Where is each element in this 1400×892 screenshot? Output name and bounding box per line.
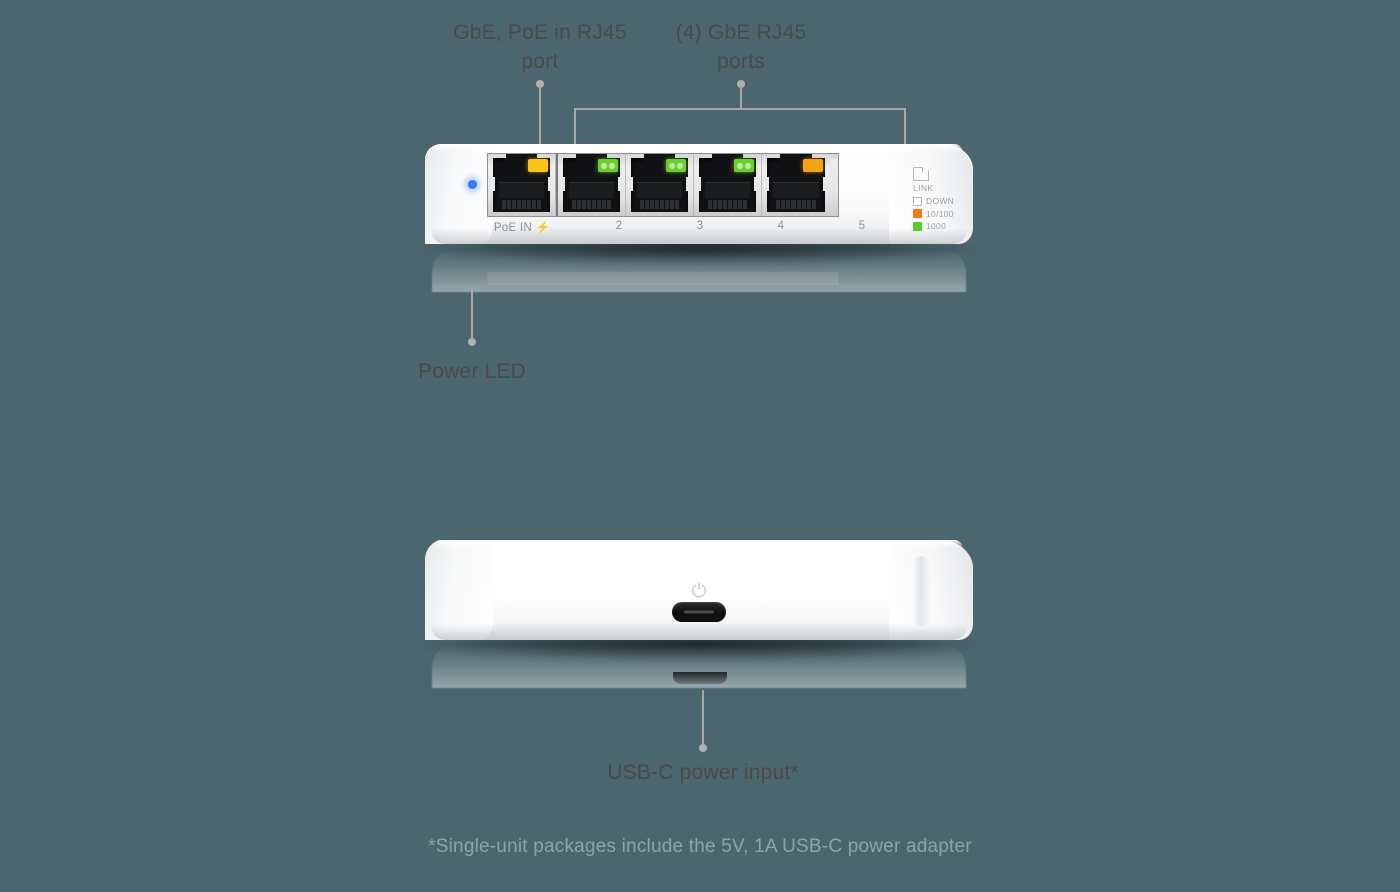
port-caption-3: 3 — [696, 220, 704, 232]
leader-dot-usbc — [699, 744, 707, 752]
jack-clip-right — [618, 176, 624, 191]
switch-top-highlight — [435, 540, 963, 549]
switch-top-highlight — [435, 144, 963, 153]
port-caption-2: 2 — [615, 220, 623, 232]
jack-clip-right — [823, 176, 829, 191]
jack-clip-right — [548, 176, 554, 191]
port-caption-4: 4 — [777, 220, 785, 232]
callout-gbe-ports: (4) GbE RJ45 ports — [675, 21, 807, 73]
bracket-gbe-ports — [574, 108, 906, 146]
rj45-jack — [767, 154, 825, 212]
leader-line-power-led — [471, 290, 473, 340]
jack-contact-shelf — [704, 181, 751, 198]
jack-clip-left — [627, 176, 633, 191]
leader-dot-poe — [536, 80, 544, 88]
jack-pins — [640, 200, 679, 209]
leader-line-poe — [539, 86, 541, 148]
legend-label-1000: 1000 — [926, 221, 947, 231]
jack-contact-shelf — [772, 181, 820, 198]
port-poe-in[interactable] — [488, 154, 556, 216]
port-led-4 — [734, 159, 754, 172]
jack-clip-left — [763, 176, 769, 191]
callout-usbc: USB-C power input* — [607, 761, 799, 784]
leader-dot-power-led — [468, 338, 476, 346]
jack-clip-left — [559, 176, 565, 191]
shield-divider — [556, 154, 558, 216]
port-caption-5: 5 — [858, 220, 866, 232]
power-symbol-icon: ⏻ — [691, 581, 707, 602]
bottom-device-reflection-usbc — [673, 672, 727, 684]
port-2[interactable] — [558, 154, 626, 216]
switch-shell-rear — [425, 540, 973, 640]
switch-right-endcap — [889, 540, 973, 640]
callout-power-led: Power LED — [417, 360, 526, 383]
legend-row-1000: 1000 — [913, 221, 973, 231]
jack-clip-left — [489, 176, 495, 191]
top-device-reflection-labels: 5 — [858, 262, 866, 274]
port-led-poe — [528, 159, 548, 172]
jack-pins — [708, 200, 747, 209]
port-led-2 — [598, 159, 618, 172]
legend-swatch-1000 — [913, 221, 922, 231]
led-legend: LINK DOWN 10/100 1000 — [912, 167, 973, 231]
jack-pins — [502, 200, 541, 209]
switch-bottom-shading — [431, 228, 967, 244]
jack-contact-shelf — [636, 181, 683, 198]
rj45-port-block — [487, 153, 839, 217]
network-switch-rear: ⏻ — [425, 540, 973, 640]
port-3[interactable] — [626, 154, 694, 216]
switch-right-endcap — [889, 144, 973, 244]
port-5[interactable] — [762, 154, 830, 216]
jack-contact-shelf — [568, 181, 615, 198]
jack-contact-shelf — [498, 181, 545, 198]
network-switch-front: PoE IN ⚡ 2 3 4 5 LINK DOWN 10/100 1000 — [425, 144, 973, 244]
jack-pins — [572, 200, 611, 209]
switch-left-endcap — [425, 540, 493, 640]
jack-clip-right — [686, 176, 692, 191]
leader-line-usbc — [702, 690, 704, 746]
legend-row-10100: 10/100 — [913, 209, 973, 219]
port-led-3 — [666, 159, 686, 172]
footnote-text: *Single-unit packages include the 5V, 1A… — [428, 836, 972, 857]
port-caption-poe: PoE IN ⚡ — [493, 222, 551, 234]
link-led-icon — [912, 167, 929, 181]
switch-bottom-shading — [431, 624, 967, 640]
switch-left-endcap — [425, 144, 493, 244]
leader-dot-gbe — [737, 80, 745, 88]
legend-label-10100: 10/100 — [926, 208, 954, 219]
power-led-indicator — [468, 180, 477, 189]
legend-row-down: DOWN — [913, 196, 973, 206]
jack-clip-left — [695, 176, 701, 191]
jack-pins — [776, 200, 816, 209]
legend-title: LINK — [913, 183, 934, 193]
legend-swatch-down — [913, 196, 922, 206]
usbc-power-port[interactable] — [672, 602, 726, 622]
port-led-5 — [803, 159, 823, 172]
legend-label-down: DOWN — [926, 196, 955, 206]
legend-swatch-10100 — [913, 209, 922, 218]
callout-poe-port: GbE, PoE in RJ45 port — [453, 21, 627, 73]
top-device-reflection-portblock — [487, 272, 839, 286]
port-4[interactable] — [694, 154, 762, 216]
leader-line-gbe — [740, 86, 742, 110]
jack-clip-right — [754, 176, 760, 191]
brand-emboss — [911, 556, 931, 626]
